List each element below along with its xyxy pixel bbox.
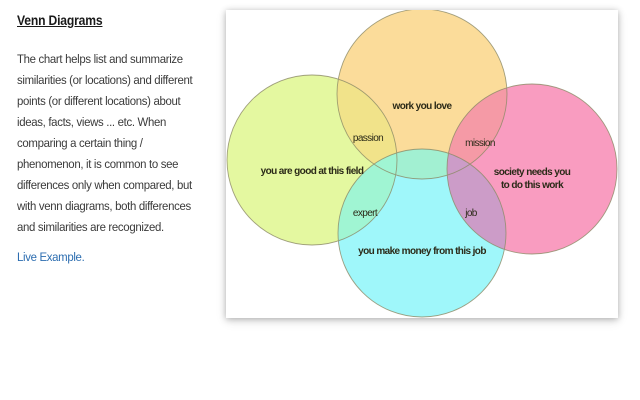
section-heading: Venn Diagrams xyxy=(17,13,103,28)
label-work-you-love: work you love xyxy=(392,101,453,112)
overlap-mission xyxy=(447,84,507,179)
label-job: job xyxy=(464,208,478,219)
description-line: similarities (or locations) and differen… xyxy=(17,73,193,87)
live-example-link[interactable]: Live Example. xyxy=(17,250,85,264)
venn-diagram-image: work you love you are good at this field… xyxy=(226,10,618,318)
label-good-at: you are good at this field xyxy=(261,166,364,177)
overlap-expert xyxy=(338,149,397,245)
description-line: with venn diagrams, both differences xyxy=(17,199,191,213)
description-line: points (or different locations) about xyxy=(17,94,181,108)
label-make-money: you make money from this job xyxy=(358,246,486,257)
label-society-needs-1: society needs you xyxy=(494,167,571,178)
venn-info-panel: Venn Diagrams The chart helps list and s… xyxy=(17,12,207,266)
label-mission: mission xyxy=(465,138,495,149)
label-society-needs-2: to do this work xyxy=(501,180,564,191)
overlap-passion xyxy=(337,75,397,179)
description-line: The chart helps list and summarize xyxy=(17,52,183,66)
label-passion: passion xyxy=(353,133,383,144)
overlap-job xyxy=(447,149,506,254)
description-line: phenomenon, it is common to see xyxy=(17,157,179,171)
venn-diagram-svg: work you love you are good at this field… xyxy=(226,10,618,318)
description-line: and similarities are recognized. xyxy=(17,220,164,234)
section-description: The chart helps list and summarize simil… xyxy=(17,49,197,238)
description-line: ideas, facts, views ... etc. When xyxy=(17,115,167,129)
label-expert: expert xyxy=(353,208,378,219)
description-line: differences only when compared, but xyxy=(17,178,192,192)
description-line: comparing a certain thing / xyxy=(17,136,143,150)
